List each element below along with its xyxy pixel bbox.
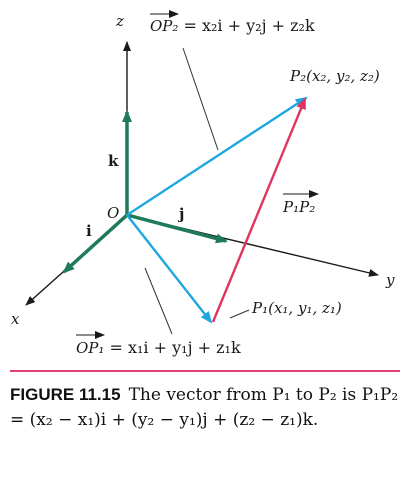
vector-diagram: z y x O k j i OP₂ = x₂i + y₂j + z₂k P₂(x…	[11, 10, 395, 357]
caption-rule	[10, 370, 400, 372]
z-axis-label: z	[115, 12, 124, 30]
op1-name: OP₁	[76, 339, 104, 357]
p1p2-vector-label: P₁P₂	[282, 198, 315, 216]
leader-p1	[229, 309, 250, 319]
p1-point-label: P₁(x₁, y₁, z₁)	[251, 299, 342, 317]
x-axis-label: x	[11, 310, 20, 328]
p1p2-label: P₁P₂	[282, 190, 319, 216]
unit-i-label: i	[86, 222, 92, 240]
unit-vector-i	[62, 213, 129, 274]
op2-rhs: = x₂i + y₂j + z₂k	[178, 16, 315, 35]
caption-text: The vector from P₁ to P₂ is P₁P₂ = (x₂ −…	[10, 385, 399, 430]
origin-label: O	[107, 204, 119, 222]
leader-op2	[182, 47, 219, 151]
unit-j-label: j	[177, 205, 184, 223]
p2-point-label: P₂(x₂, y₂, z₂)	[289, 67, 380, 85]
svg-text:OP₁ = x₁i + y₁j + z₁k: OP₁ = x₁i + y₁j + z₁k	[76, 338, 241, 357]
op1-rhs: = x₁i + y₁j + z₁k	[104, 338, 241, 357]
op1-equation: OP₁ = x₁i + y₁j + z₁k	[76, 331, 241, 357]
y-axis-label: y	[385, 271, 395, 289]
vector-p1p2	[211, 97, 307, 323]
svg-text:OP₂ = x₂i + y₂j + z₂k: OP₂ = x₂i + y₂j + z₂k	[150, 16, 315, 35]
vector-op1	[126, 214, 213, 324]
caption-label: FIGURE 11.15	[10, 385, 121, 404]
leader-op1	[144, 267, 173, 335]
vector-op2	[126, 96, 308, 217]
unit-vector-j	[126, 213, 228, 244]
op2-name: OP₂	[150, 17, 178, 35]
unit-k-label: k	[108, 152, 119, 170]
op2-equation: OP₂ = x₂i + y₂j + z₂k	[150, 10, 315, 35]
